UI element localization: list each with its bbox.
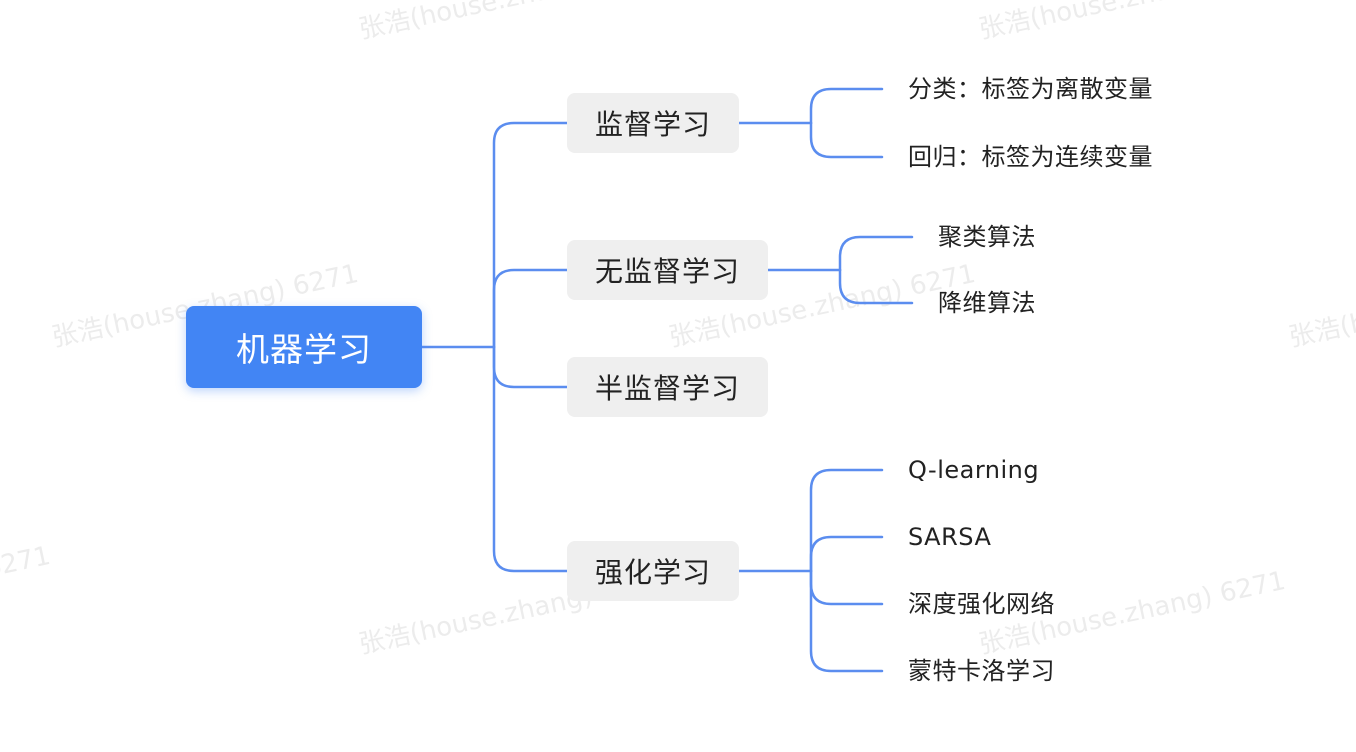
branch-node-unsupervised[interactable]: 无监督学习 xyxy=(567,240,768,300)
connector-supervised-leaf-1 xyxy=(809,87,884,125)
leaf-sarsa[interactable]: SARSA xyxy=(908,520,991,554)
root-node[interactable]: 机器学习 xyxy=(186,306,422,388)
connector-root-supervised xyxy=(492,121,569,349)
connector-unsupervised-leaf-1 xyxy=(838,235,914,272)
leaf-label: Q-learning xyxy=(908,456,1040,484)
connector-reinforcement-leaf-4 xyxy=(809,569,884,673)
connector-root-semi xyxy=(492,345,569,389)
branch-label: 半监督学习 xyxy=(594,372,740,405)
connector-unsupervised-leaf-2 xyxy=(838,268,914,305)
branch-node-supervised[interactable]: 监督学习 xyxy=(567,93,739,153)
leaf-label: 聚类算法 xyxy=(938,223,1036,251)
leaf-label: 回归：标签为连续变量 xyxy=(908,143,1153,171)
branch-label: 监督学习 xyxy=(594,108,711,141)
connector-reinforcement-leaf-3 xyxy=(809,569,884,606)
root-label: 机器学习 xyxy=(236,330,372,369)
leaf-label: 分类：标签为离散变量 xyxy=(908,75,1153,103)
connector-supervised-leaf-2 xyxy=(809,121,884,159)
branch-label: 强化学习 xyxy=(594,556,711,589)
leaf-q-learning[interactable]: Q-learning xyxy=(908,453,1039,487)
leaf-label: SARSA xyxy=(908,523,992,551)
leaf-label: 降维算法 xyxy=(938,289,1036,317)
connector-reinforcement-leaf-1 xyxy=(809,468,884,573)
leaf-monte-carlo[interactable]: 蒙特卡洛学习 xyxy=(908,654,1055,688)
branch-node-semi-supervised[interactable]: 半监督学习 xyxy=(567,357,768,417)
connector-root-reinforcement xyxy=(492,345,569,573)
leaf-regression[interactable]: 回归：标签为连续变量 xyxy=(908,140,1153,174)
leaf-label: 深度强化网络 xyxy=(908,590,1055,618)
connector-root-unsupervised xyxy=(492,268,569,349)
leaf-label: 蒙特卡洛学习 xyxy=(908,657,1055,685)
leaf-classification[interactable]: 分类：标签为离散变量 xyxy=(908,72,1153,106)
leaf-clustering[interactable]: 聚类算法 xyxy=(938,220,1036,254)
branch-node-reinforcement[interactable]: 强化学习 xyxy=(567,541,739,601)
branch-label: 无监督学习 xyxy=(594,255,740,288)
leaf-deep-rl-network[interactable]: 深度强化网络 xyxy=(908,587,1055,621)
connector-reinforcement-leaf-2 xyxy=(809,535,884,573)
leaf-dimensionality-reduction[interactable]: 降维算法 xyxy=(938,286,1036,320)
